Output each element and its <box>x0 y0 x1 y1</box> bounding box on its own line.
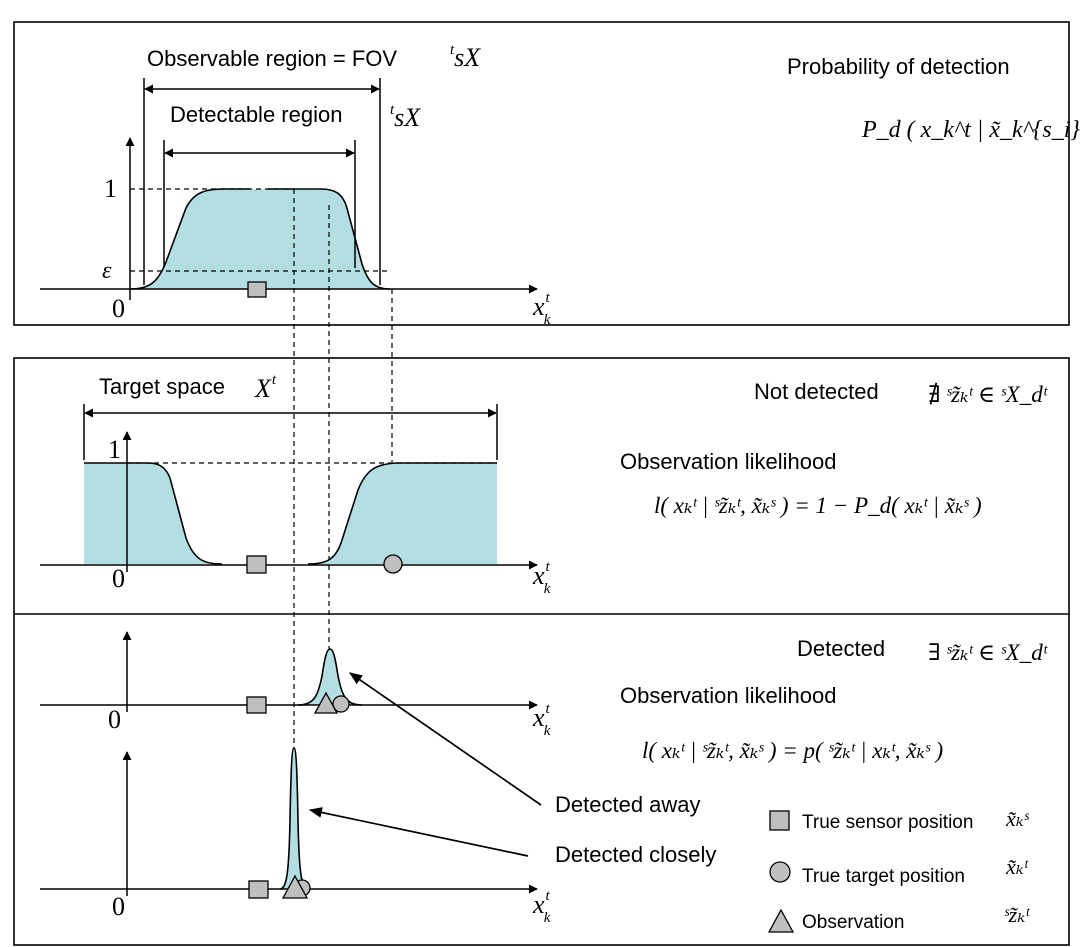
legend-sensor-label: True sensor position <box>802 812 973 833</box>
target-space-symbol: Xt <box>254 372 277 403</box>
likelihood-detected-closely-curve <box>279 747 309 890</box>
likelihood-not-detected-fill <box>84 463 497 564</box>
target-space-label: Target space <box>99 374 225 399</box>
legend: True sensor position x̃ₖˢ True target po… <box>767 806 1030 933</box>
legend-observation-symbol: ˢz̃ₖᵗ <box>1004 902 1030 927</box>
detectable-region-symbol: tsX <box>390 102 421 132</box>
sensor-marker-p3a <box>246 696 267 714</box>
callout-arrow-detected-away <box>349 672 542 806</box>
y-tick-one-p1: 1 <box>104 174 117 203</box>
detected-away-label: Detected away <box>555 792 701 817</box>
observable-region-label: Observable region = FOV <box>147 46 397 71</box>
legend-observation-label: Observation <box>802 912 904 933</box>
observation-marker-p3a <box>313 691 339 714</box>
legend-target-icon <box>769 861 791 883</box>
likelihood-label-p3: Observation likelihood <box>620 683 836 708</box>
callout-arrow-detected-closely <box>308 807 529 857</box>
sensor-marker-p1 <box>247 281 267 298</box>
detection-probability-fill <box>130 189 390 289</box>
not-detected-formula: ∄ ˢz̃ₖᵗ ∈ ˢX_dᵗ <box>928 382 1049 407</box>
sensor-marker-p2 <box>246 555 267 574</box>
probability-of-detection-title: Probability of detection <box>787 54 1010 79</box>
y-tick-zero-p1: 0 <box>112 294 125 323</box>
not-detected-label: Not detected <box>754 379 879 404</box>
legend-observation-icon <box>767 908 795 933</box>
likelihood-not-detected-curve <box>84 462 497 565</box>
y-tick-zero-p2: 0 <box>112 564 125 593</box>
detectable-region-label: Detectable region <box>170 102 342 127</box>
likelihood-detected-away-fill <box>298 649 362 705</box>
legend-target-symbol: x̃ₖᵗ <box>1005 854 1029 879</box>
legend-target-label: True target position <box>802 866 965 887</box>
probability-of-detection-formula: P_d ( x_k^t | x̃_k^{s_i} ) <box>861 117 1083 143</box>
detected-formula: ∃ ˢz̃ₖᵗ ∈ ˢX_dᵗ <box>928 640 1049 665</box>
legend-sensor-icon <box>769 810 790 831</box>
y-tick-zero-p3a: 0 <box>108 705 121 734</box>
likelihood-formula-p3: l( xₖᵗ | ˢz̃ₖᵗ, x̃ₖˢ ) = p( ˢz̃ₖᵗ | xₖᵗ,… <box>642 738 943 763</box>
legend-sensor-symbol: x̃ₖˢ <box>1005 806 1030 831</box>
detected-closely-label: Detected closely <box>555 842 716 867</box>
likelihood-label-p2: Observation likelihood <box>620 449 836 474</box>
y-tick-one-p2: 1 <box>108 435 121 464</box>
detected-label: Detected <box>797 636 885 661</box>
likelihood-detected-away-curve <box>297 648 363 706</box>
panel-likelihood <box>13 357 1070 946</box>
observable-region-symbol: tsX <box>450 42 481 72</box>
y-tick-epsilon: ε <box>102 258 112 284</box>
target-marker-p2 <box>383 554 403 574</box>
y-tick-zero-p3b: 0 <box>112 892 125 921</box>
target-marker-p3a <box>332 695 350 713</box>
likelihood-detected-closely-fill <box>280 748 308 889</box>
observation-marker-p3b <box>281 874 309 899</box>
likelihood-formula-p2: l( xₖᵗ | ˢz̃ₖᵗ, x̃ₖˢ ) = 1 − P_d( xₖᵗ | … <box>654 493 982 518</box>
sensor-marker-p3b <box>248 880 269 899</box>
